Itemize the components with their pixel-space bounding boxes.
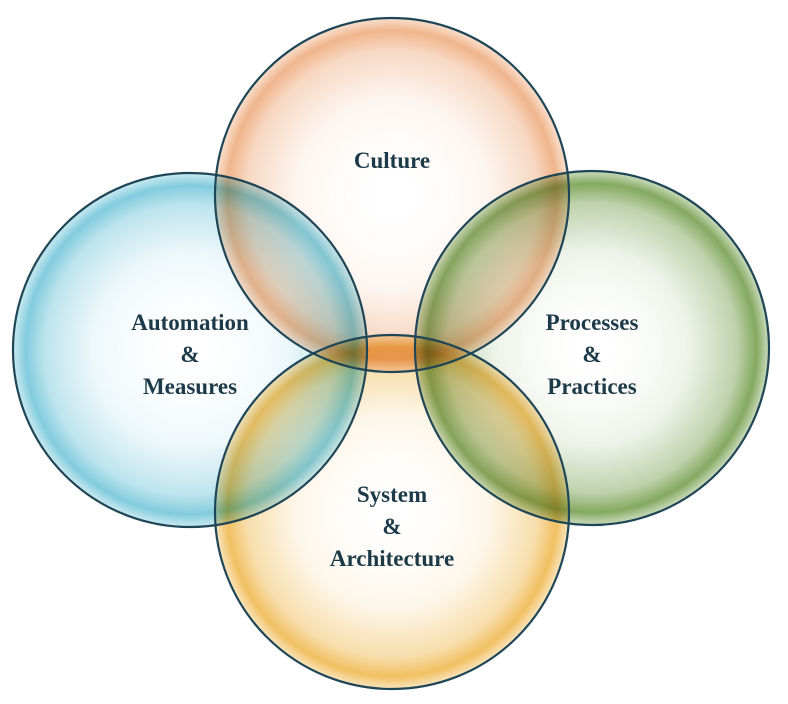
system-label-line: & xyxy=(382,514,401,539)
processes-label-line: Practices xyxy=(547,374,636,399)
processes-circle xyxy=(413,169,771,527)
automation-circle xyxy=(11,171,369,529)
automation-label-line: & xyxy=(180,342,199,367)
culture-label-line: Culture xyxy=(354,148,430,173)
automation-label-line: Measures xyxy=(143,374,237,399)
processes-label-line: Processes xyxy=(546,310,639,335)
system-circle xyxy=(213,333,571,691)
culture-circle xyxy=(213,16,571,374)
processes-label-line: & xyxy=(582,342,601,367)
system-label-line: Architecture xyxy=(330,546,454,571)
system-circle-fill xyxy=(215,335,569,689)
system-label-line: System xyxy=(357,482,427,507)
automation-label-line: Automation xyxy=(131,310,249,335)
